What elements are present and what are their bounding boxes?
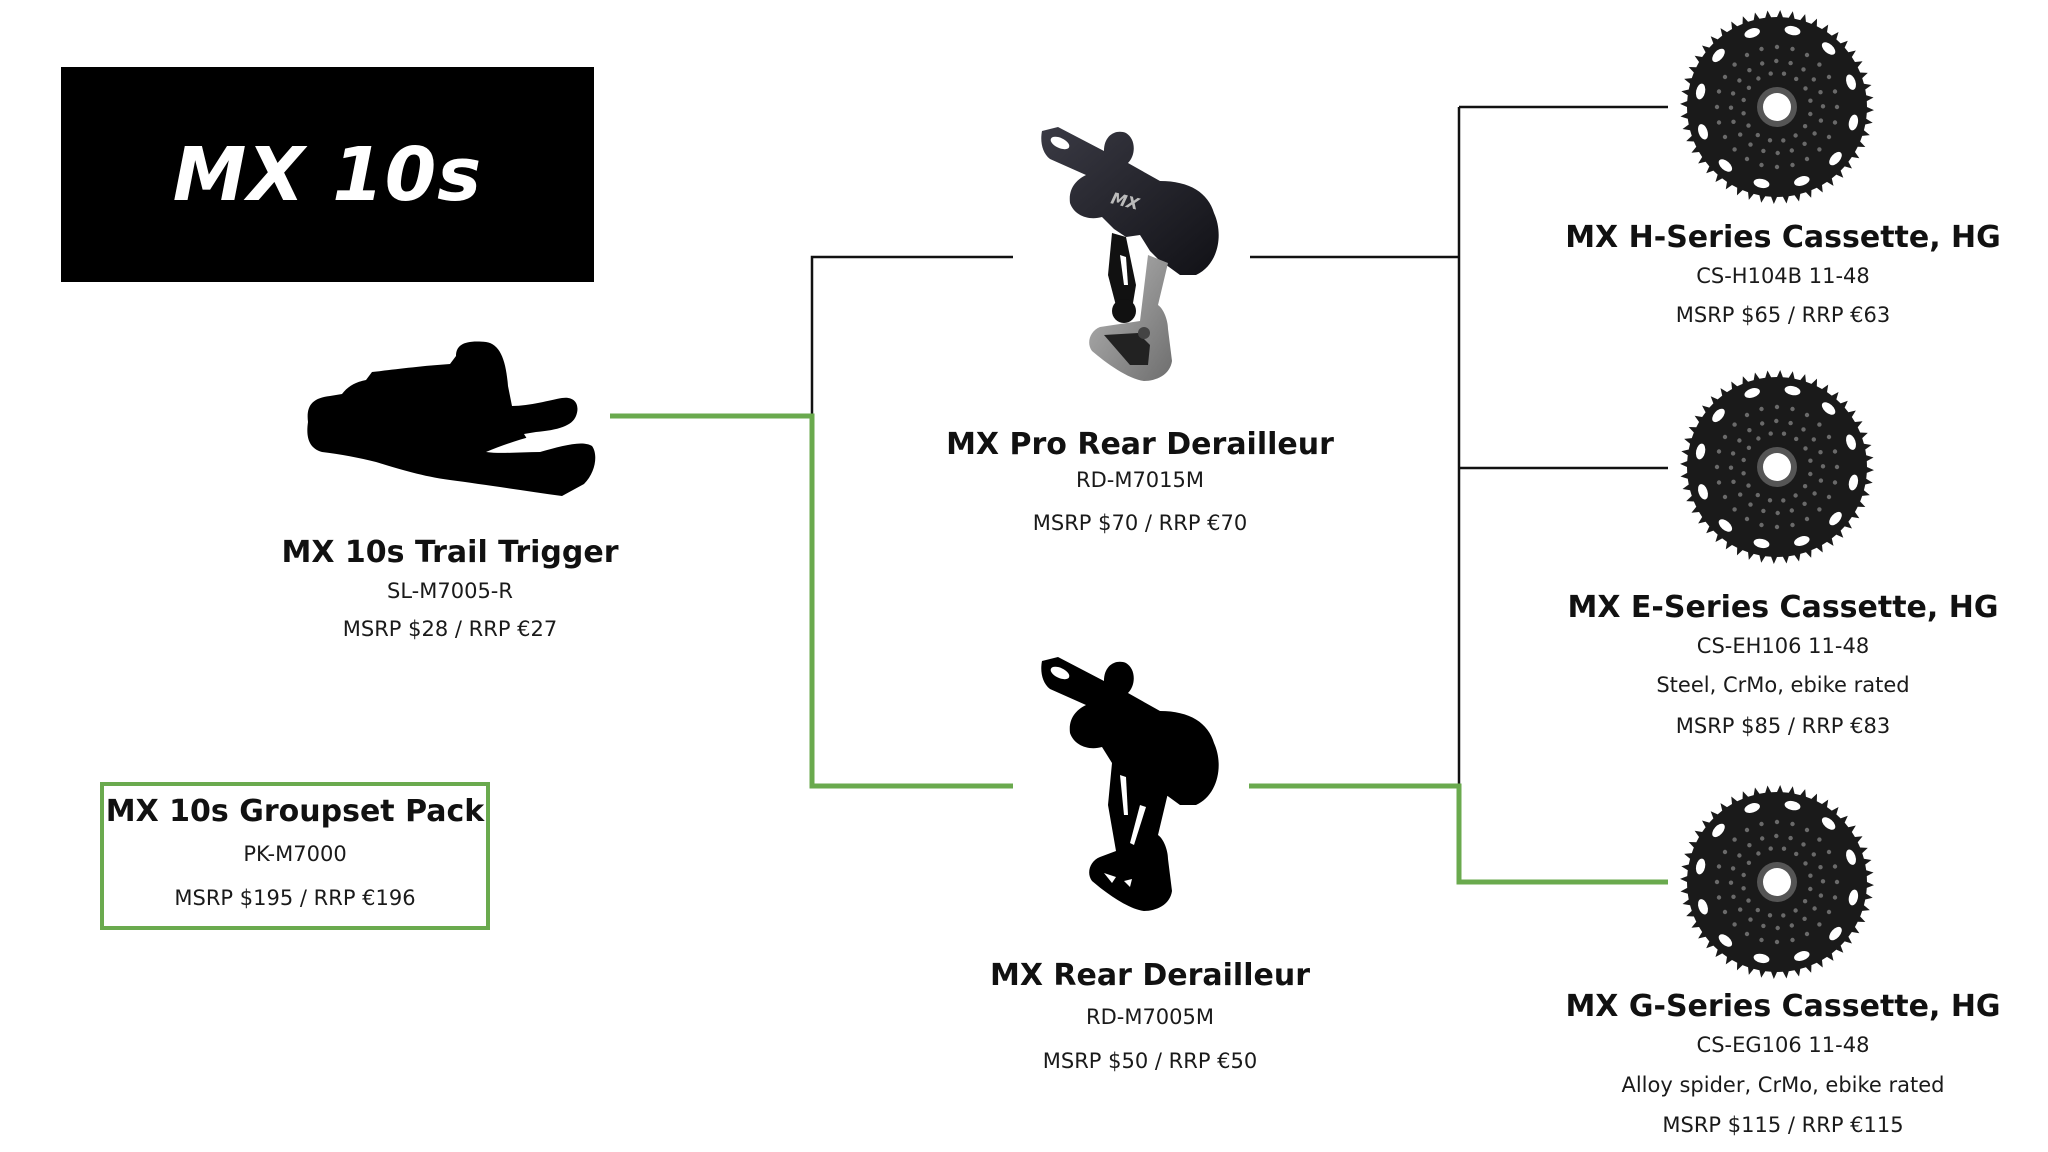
pack-price: MSRP $195 / RRP €196 (174, 886, 416, 910)
cassette-g-series-icon (1679, 784, 1875, 984)
cassette-e-series-model: CS-EH106 11-48 (1696, 634, 1870, 658)
groupset-pack-box: MX 10s Groupset Pack PK-M7000 MSRP $195 … (100, 782, 490, 930)
cassette-sprocket-graphic (1680, 785, 1874, 979)
cassette-e-series-name: MX E-Series Cassette, HG (1567, 590, 1999, 625)
highlight-path-derailleur-to-g-series (1249, 783, 1668, 885)
pro-derailleur-info: MX Pro Rear Derailleur RD-M7015M MSRP $7… (946, 427, 1334, 549)
cassette-e-series-price: MSRP $85 / RRP €83 (1675, 714, 1891, 738)
cassette-h-series-icon (1679, 9, 1875, 209)
pack-model: PK-M7000 (243, 842, 347, 866)
derailleur-name: MX Rear Derailleur (990, 958, 1310, 993)
derailleur-info: MX Rear Derailleur RD-M7005M MSRP $50 / … (990, 958, 1310, 1082)
series-title: MX 10s (172, 131, 483, 218)
cassette-sprocket-graphic (1680, 10, 1874, 204)
derailleur-price: MSRP $50 / RRP €50 (1042, 1049, 1258, 1073)
series-title-block: MX 10s (61, 67, 594, 282)
rear-derailleur-icon (1041, 657, 1219, 911)
shifter-info: MX 10s Trail Trigger SL-M7005-R MSRP $28… (281, 535, 618, 647)
cassette-sprocket-graphic (1680, 370, 1874, 564)
cassette-g-series-detail: Alloy spider, CrMo, ebike rated (1621, 1073, 1945, 1097)
derailleur-model: RD-M7005M (1085, 1005, 1215, 1029)
cassette-g-series-model: CS-EG106 11-48 (1696, 1033, 1870, 1057)
cassette-e-series-detail: Steel, CrMo, ebike rated (1656, 673, 1910, 697)
cassette-g-series-price: MSRP $115 / RRP €115 (1662, 1113, 1904, 1137)
shifter-name: MX 10s Trail Trigger (281, 535, 619, 570)
cassette-h-series-model: CS-H104B 11-48 (1696, 264, 1870, 288)
pro-derailleur-price: MSRP $70 / RRP €70 (1032, 511, 1248, 535)
shifter-price: MSRP $28 / RRP €27 (342, 617, 558, 641)
cassette-e-series-info: MX E-Series Cassette, HG CS-EH106 11-48 … (1568, 590, 1999, 748)
trigger-shifter-icon (307, 341, 596, 496)
pro-derailleur-name: MX Pro Rear Derailleur (946, 427, 1334, 462)
cassette-g-series-info: MX G-Series Cassette, HG CS-EG106 11-48 … (1565, 989, 2000, 1145)
highlight-path-shifter-to-derailleur (610, 413, 1013, 789)
pro-derailleur-model: RD-M7015M (1075, 468, 1205, 492)
shifter-model: SL-M7005-R (387, 579, 513, 603)
connector-shifter-to-pro-derailleur (810, 255, 1013, 416)
cassette-e-series-icon (1679, 369, 1875, 569)
cassette-h-series-name: MX H-Series Cassette, HG (1565, 220, 2001, 255)
cassette-h-series-price: MSRP $65 / RRP €63 (1675, 303, 1891, 327)
cassette-h-series-info: MX H-Series Cassette, HG CS-H104B 11-48 … (1565, 220, 2001, 334)
pro-rear-derailleur-icon: MX (1041, 127, 1219, 381)
pack-name: MX 10s Groupset Pack (105, 794, 485, 829)
cassette-g-series-name: MX G-Series Cassette, HG (1565, 989, 2001, 1024)
